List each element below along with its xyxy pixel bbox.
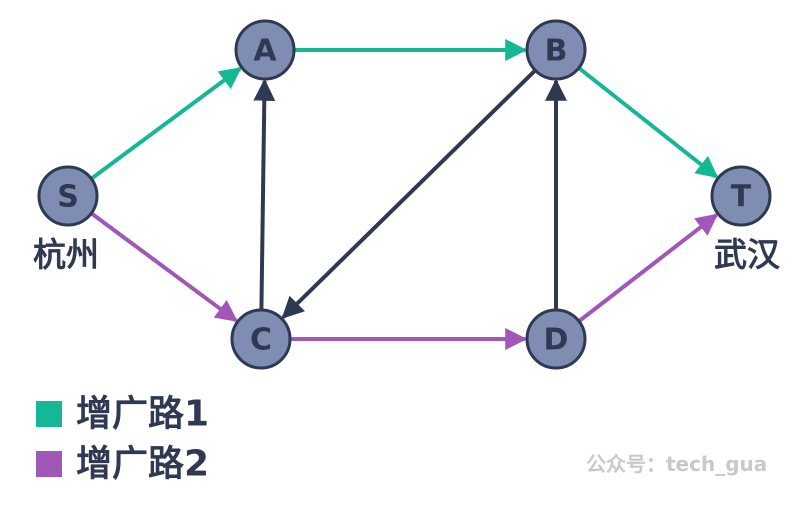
legend-item-path2: 增广路2: [36, 444, 209, 485]
legend-label-path2: 增广路2: [76, 444, 209, 485]
edge-d-t: [577, 213, 719, 323]
edge-c-a: [253, 78, 276, 311]
node-label-b: B: [545, 34, 568, 69]
node-label-c: C: [250, 323, 272, 358]
legend-swatch-path2: [36, 451, 62, 477]
legend-label-path1: 增广路1: [76, 394, 209, 435]
node-circle-b: [525, 19, 587, 81]
node-s: S: [37, 165, 99, 227]
node-d: D: [525, 308, 587, 370]
node-circle-t: [710, 165, 772, 227]
node-label-t: T: [731, 180, 752, 215]
edge-b-t: [577, 66, 719, 179]
edge-s-a: [90, 66, 242, 181]
node-circle-s: [37, 165, 99, 227]
source-city-label: 杭州: [33, 235, 99, 274]
edges-layer: [90, 39, 719, 350]
node-label-s: S: [57, 180, 79, 215]
watermark-text: 公众号：tech_gua: [586, 452, 767, 476]
node-label-d: D: [544, 323, 569, 358]
edge-b-c: [281, 68, 537, 319]
node-label-a: A: [253, 34, 277, 69]
node-b: B: [525, 19, 587, 81]
node-c: C: [230, 308, 292, 370]
nodes-layer: S A B C D T: [37, 19, 772, 370]
sink-city-label: 武汉: [714, 235, 781, 274]
node-t: T: [710, 165, 772, 227]
legend-swatch-path1: [36, 401, 62, 427]
legend-item-path1: 增广路1: [36, 394, 209, 435]
node-circle-d: [525, 308, 587, 370]
edge-s-c: [90, 211, 238, 323]
node-circle-c: [230, 308, 292, 370]
node-a: A: [234, 19, 296, 81]
node-circle-a: [234, 19, 296, 81]
legend: 增广路1 增广路2: [36, 394, 209, 485]
